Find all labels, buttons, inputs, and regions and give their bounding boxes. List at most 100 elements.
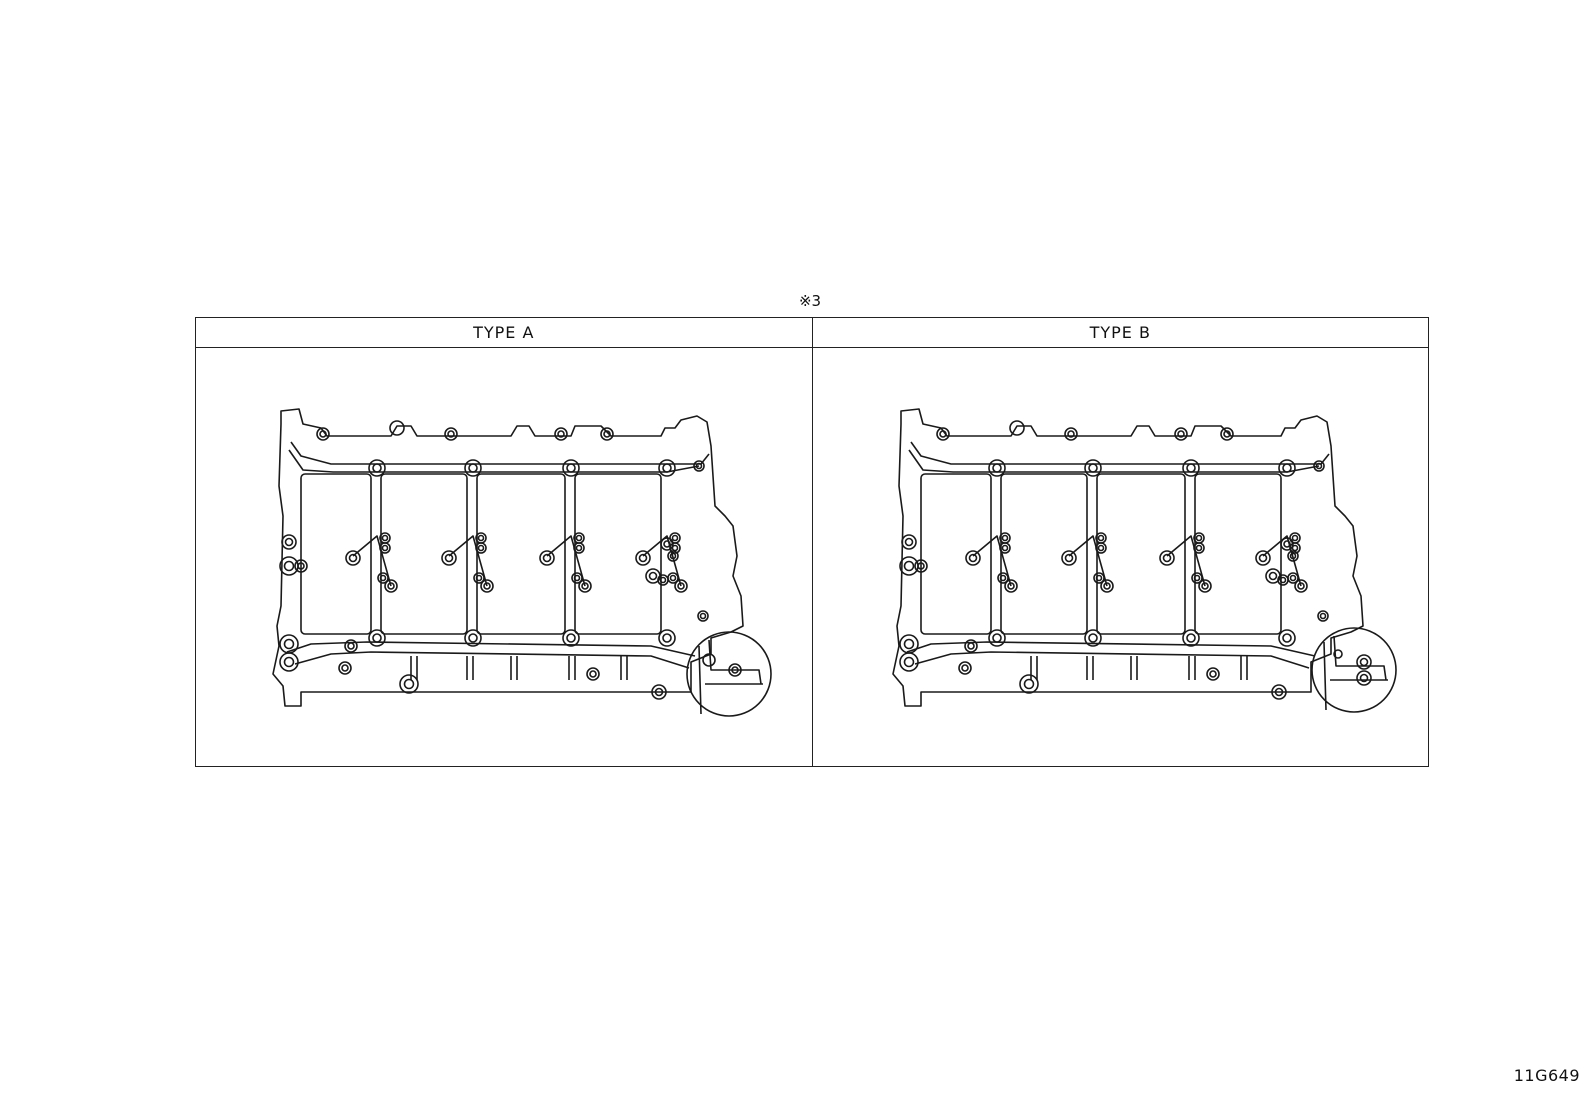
- bolt-boss: [657, 574, 669, 586]
- bolt-hole: [1268, 571, 1277, 581]
- engine-block-outline: [891, 408, 1364, 707]
- bolt-boss: [1060, 550, 1077, 566]
- bolt-hole: [1176, 430, 1185, 438]
- engine-block-outline: [272, 408, 744, 707]
- bolt-boss: [1286, 550, 1299, 562]
- bolt-boss: [344, 639, 358, 653]
- bolt-hole: [589, 670, 597, 678]
- type-a-header: TYPE A: [196, 318, 812, 348]
- bolt-hole: [1359, 673, 1368, 683]
- bolt-boss: [1254, 550, 1271, 566]
- bolt-hole: [662, 463, 672, 473]
- skirt-rib: [1029, 656, 1038, 680]
- bolt-hole: [468, 633, 478, 643]
- type-a-engine-block-diagram: [272, 408, 772, 717]
- bolt-hole: [968, 553, 977, 563]
- bolt-boss: [279, 634, 299, 654]
- bolt-hole: [669, 552, 677, 560]
- type-b-column: TYPE B: [811, 318, 1428, 766]
- cylinder-bay: [919, 473, 992, 635]
- bolt-boss: [1276, 574, 1289, 586]
- bolt-boss: [996, 572, 1009, 584]
- bolt-hole: [1097, 534, 1104, 542]
- bolt-hole: [372, 633, 382, 643]
- bolt-hole: [999, 574, 1006, 582]
- bolt-hole: [1258, 553, 1267, 563]
- bolt-boss: [600, 427, 614, 441]
- bolt-hole: [444, 553, 454, 563]
- bolt-hole: [671, 544, 679, 552]
- bolt-boss: [379, 542, 391, 554]
- main-bearing-web: [971, 535, 1012, 587]
- bolt-hole: [1359, 657, 1368, 667]
- bolt-boss: [1092, 572, 1105, 584]
- main-bearing-web: [1067, 535, 1108, 587]
- cylinder-bay: [380, 473, 468, 635]
- bolt-boss: [935, 427, 950, 441]
- bolt-boss: [693, 460, 705, 472]
- bolt-hole: [654, 687, 664, 697]
- bolt-hole: [648, 571, 658, 581]
- bolt-hole: [542, 553, 552, 563]
- detail-hole: [702, 653, 716, 667]
- bolt-hole: [1185, 463, 1196, 473]
- bolt-hole: [1185, 633, 1196, 643]
- bolt-hole: [1208, 670, 1217, 678]
- skirt-rib: [1085, 656, 1094, 680]
- skirt-rib: [1187, 656, 1196, 680]
- bolt-boss: [1312, 460, 1325, 472]
- bolt-hole: [638, 553, 648, 563]
- cylinder-bay: [574, 473, 662, 635]
- bolt-boss: [1270, 684, 1287, 700]
- detail-section-lines: [1322, 635, 1388, 711]
- bolt-boss: [674, 579, 688, 593]
- skirt-rib: [1129, 656, 1138, 680]
- bolt-hole: [1274, 687, 1283, 697]
- bolt-hole: [379, 574, 387, 582]
- bolt-boss: [539, 550, 555, 566]
- bolt-boss: [475, 542, 487, 554]
- bolt-hole: [283, 638, 295, 650]
- bolt-boss: [987, 629, 1006, 647]
- bolt-hole: [283, 560, 295, 572]
- bolt-boss: [1190, 572, 1203, 584]
- bolt-boss: [635, 550, 651, 566]
- bolt-boss: [987, 459, 1006, 477]
- main-bearing-web: [546, 535, 586, 587]
- bolt-boss: [1279, 537, 1294, 551]
- bolt-hole: [575, 544, 583, 552]
- bolt-hole: [695, 462, 703, 470]
- bolt-boss: [444, 427, 458, 441]
- bolt-boss: [294, 559, 308, 573]
- skirt-rib: [620, 656, 628, 680]
- bolt-hole: [573, 574, 581, 582]
- bolt-hole: [1066, 430, 1075, 438]
- skirt-rib: [568, 656, 576, 680]
- bolt-boss: [1094, 542, 1107, 554]
- bolt-boss: [964, 550, 981, 566]
- bolt-boss: [368, 629, 386, 647]
- bolt-hole: [477, 534, 485, 542]
- bolt-hole: [566, 463, 576, 473]
- bolt-boss: [1277, 459, 1296, 477]
- bolt-hole: [1315, 462, 1322, 470]
- upper-rail-inner: [288, 449, 700, 473]
- bolt-boss: [1277, 629, 1296, 647]
- bolt-hole: [603, 430, 611, 438]
- bolt-boss: [338, 661, 352, 675]
- bolt-boss: [464, 629, 482, 647]
- cylinder-bay: [1095, 473, 1186, 635]
- bolt-hole: [477, 544, 485, 552]
- bolt-hole: [1095, 574, 1102, 582]
- bolt-hole: [447, 430, 455, 438]
- bolt-hole: [1222, 430, 1231, 438]
- bolt-hole: [347, 642, 355, 650]
- bolt-boss: [1181, 459, 1200, 477]
- bolt-boss: [1288, 542, 1301, 554]
- bolt-boss: [669, 532, 681, 544]
- bolt-hole: [916, 562, 925, 570]
- bolt-hole: [468, 463, 478, 473]
- bolt-boss: [1192, 542, 1205, 554]
- bolt-hole: [403, 678, 415, 690]
- bolt-boss: [1197, 579, 1212, 593]
